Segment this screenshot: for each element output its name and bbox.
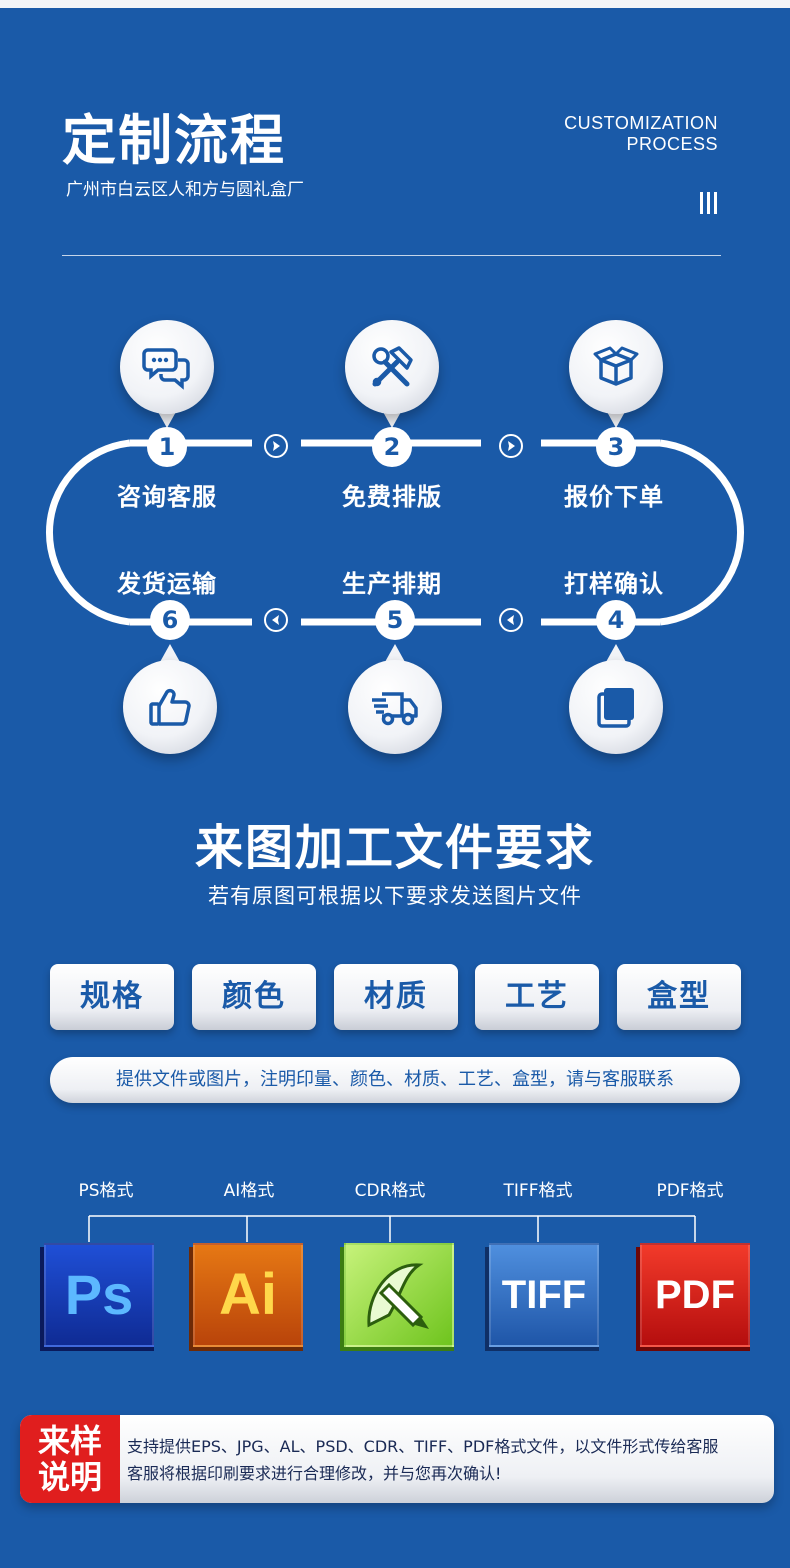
format-label-ai: AI格式 — [223, 1181, 275, 1201]
format-label-tiff: TIFF格式 — [503, 1181, 573, 1201]
step-label-1: 咨询客服 — [117, 483, 217, 511]
pdf-icon-text: PDF — [655, 1273, 735, 1317]
tools-icon — [345, 320, 439, 414]
material-button[interactable]: 材质 — [334, 964, 458, 1030]
english-title: CUSTOMIZATION PROCESS — [564, 113, 718, 155]
step-label-4: 打样确认 — [564, 570, 664, 598]
tiff-file-icon: TIFF — [485, 1243, 603, 1351]
requirements-note: 提供文件或图片，注明印量、颜色、材质、工艺、盒型，请与客服联系 — [50, 1057, 740, 1103]
chat-bubbles-icon — [120, 320, 214, 414]
english-title-line2: PROCESS — [626, 134, 718, 154]
requirements-subtitle: 若有原图可根据以下要求发送图片文件 — [208, 884, 582, 908]
step-number-5: 5 — [375, 600, 415, 640]
spec-button[interactable]: 规格 — [50, 964, 174, 1030]
box-icon — [569, 320, 663, 414]
step-number-4: 4 — [596, 600, 636, 640]
requirements-title: 来图加工文件要求 — [194, 820, 595, 876]
arrow-left-icon — [264, 608, 288, 632]
step-number-1: 1 — [147, 427, 187, 467]
craft-button[interactable]: 工艺 — [475, 964, 599, 1030]
sample-instructions: 来样 说明 支持提供EPS、JPG、AL、PSD、CDR、TIFF、PDF格式文… — [20, 1415, 774, 1503]
illustrator-file-icon: Ai — [189, 1243, 307, 1351]
sample-text: 支持提供EPS、JPG、AL、PSD、CDR、TIFF、PDF格式文件，以文件形… — [127, 1433, 767, 1487]
truck-icon — [348, 660, 442, 754]
english-title-line1: CUSTOMIZATION — [564, 113, 718, 133]
ai-icon-text: Ai — [219, 1262, 277, 1327]
step-number-3: 3 — [596, 427, 636, 467]
step-number-2: 2 — [372, 427, 412, 467]
corel-pen-icon — [367, 1263, 429, 1329]
header-divider — [62, 255, 721, 256]
photoshop-file-icon: Ps — [40, 1243, 158, 1351]
step-label-6: 发货运输 — [117, 570, 217, 598]
roman-bars-icon — [700, 192, 718, 214]
format-label-cdr: CDR格式 — [354, 1181, 426, 1201]
tiff-icon-text: TIFF — [501, 1273, 587, 1317]
copy-icon — [569, 660, 663, 754]
thumbs-up-icon — [123, 660, 217, 754]
sample-text-line1: 支持提供EPS、JPG、AL、PSD、CDR、TIFF、PDF格式文件，以文件形… — [127, 1437, 719, 1456]
sample-tag-line1: 来样 — [37, 1422, 102, 1460]
sample-tag-line2: 说明 — [37, 1458, 102, 1496]
format-label-pdf: PDF格式 — [656, 1181, 724, 1201]
color-button[interactable]: 颜色 — [192, 964, 316, 1030]
pdf-file-icon: PDF — [636, 1243, 754, 1351]
arrow-right-icon — [499, 434, 523, 458]
arrow-right-icon — [264, 434, 288, 458]
page-title: 定制流程 — [62, 109, 286, 172]
step-number-6: 6 — [150, 600, 190, 640]
company-name: 广州市白云区人和方与圆礼盒厂 — [66, 180, 304, 200]
process-track — [45, 410, 745, 662]
box-type-button[interactable]: 盒型 — [617, 964, 741, 1030]
arrow-left-icon — [499, 608, 523, 632]
format-label-ps: PS格式 — [78, 1181, 134, 1201]
sample-text-line2: 客服将根据印刷要求进行合理修改，并与您再次确认! — [127, 1464, 502, 1483]
step-label-5: 生产排期 — [342, 570, 442, 598]
step-label-2: 免费排版 — [342, 483, 442, 511]
step-label-3: 报价下单 — [564, 483, 664, 511]
ps-icon-text: Ps — [64, 1263, 134, 1326]
top-border — [0, 0, 790, 8]
sample-tag: 来样 说明 — [20, 1415, 120, 1503]
coreldraw-file-icon — [340, 1243, 458, 1351]
